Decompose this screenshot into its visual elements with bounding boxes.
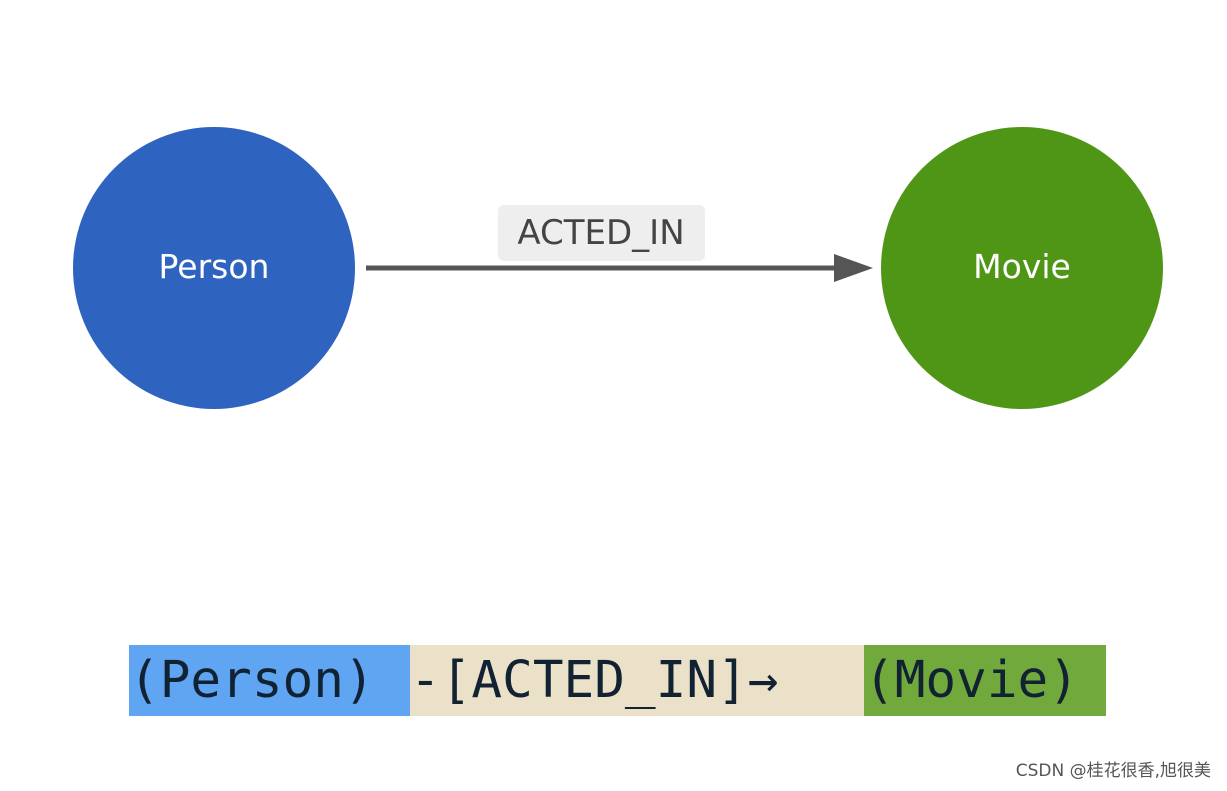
edge-label-background xyxy=(498,205,705,261)
person-node[interactable] xyxy=(73,127,355,409)
cypher-relationship-segment: -[ACTED_IN]→ xyxy=(410,645,864,716)
edge-label: ACTED_IN xyxy=(517,213,684,253)
arrowhead-icon xyxy=(834,254,873,282)
watermark: CSDN @桂花很香,旭很美 xyxy=(1015,761,1211,781)
movie-node-label: Movie xyxy=(973,247,1071,286)
person-node-label: Person xyxy=(159,247,270,286)
cypher-pattern: (Person) -[ACTED_IN]→ (Movie) xyxy=(129,645,1106,716)
movie-node[interactable] xyxy=(881,127,1163,409)
cypher-movie-segment: (Movie) xyxy=(864,645,1106,716)
cypher-person-segment: (Person) xyxy=(129,645,410,716)
